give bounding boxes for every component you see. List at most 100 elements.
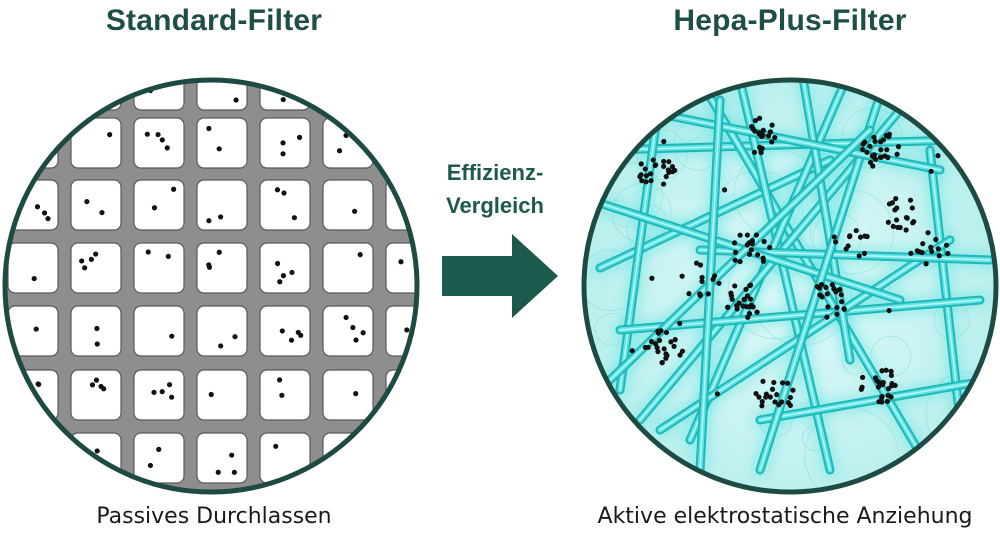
particle [155, 530, 160, 535]
particle [925, 230, 931, 236]
mesh-cell [322, 117, 374, 169]
particle [903, 214, 910, 221]
particle [929, 248, 935, 255]
particle [357, 252, 363, 258]
captured-particles [629, 115, 951, 409]
particle [761, 238, 767, 245]
particle [872, 138, 878, 144]
particle [928, 168, 934, 174]
particle [697, 262, 704, 268]
particle [206, 125, 212, 132]
particle [209, 68, 214, 73]
particle [655, 328, 661, 334]
particle [737, 232, 743, 238]
particle [860, 141, 866, 147]
mesh-cell [259, 242, 311, 294]
particle [171, 186, 177, 192]
standard-filter-border [2, 77, 420, 495]
particle [216, 249, 222, 255]
particle [656, 337, 663, 343]
particle [677, 320, 683, 326]
mesh-cell [133, 242, 185, 294]
particle [348, 470, 354, 476]
particle [760, 127, 766, 133]
particle [721, 187, 728, 193]
particle [693, 260, 700, 266]
particle [825, 304, 831, 310]
particle [93, 377, 100, 383]
particle [166, 382, 173, 388]
particle [401, 72, 406, 77]
mesh-cell [133, 432, 185, 484]
particle [638, 161, 644, 167]
particle [649, 275, 655, 281]
particle [679, 273, 685, 279]
particle [107, 132, 113, 138]
particle [169, 394, 175, 400]
particle [288, 337, 295, 343]
particle [664, 352, 670, 359]
particle [165, 253, 171, 259]
particle [155, 131, 161, 138]
particle [867, 159, 874, 166]
particle [637, 173, 643, 180]
mesh-cell [133, 305, 185, 357]
particle [25, 135, 31, 141]
particle [280, 140, 286, 146]
particle [834, 311, 840, 317]
particle [343, 314, 349, 321]
particle [415, 448, 417, 454]
efficiency-label-line1: Effizienz- [446, 160, 544, 185]
particle [652, 162, 659, 168]
mesh-cell [322, 80, 374, 111]
particle [920, 241, 926, 247]
particle [99, 209, 105, 216]
mesh-cell [259, 179, 311, 231]
particle [732, 283, 738, 289]
particle [787, 394, 793, 401]
particle [752, 117, 759, 124]
particle [907, 197, 914, 203]
particle [716, 280, 722, 286]
particle [37, 466, 43, 472]
particle [877, 139, 884, 145]
particle [291, 215, 297, 221]
particle [734, 306, 740, 312]
particle [867, 143, 873, 149]
particle [156, 446, 162, 452]
particle [279, 328, 285, 334]
particle [767, 394, 773, 400]
mesh-cell [259, 432, 311, 484]
particle [82, 265, 88, 271]
particle [350, 324, 356, 331]
particle [760, 132, 766, 138]
particle [353, 337, 359, 343]
particle [714, 391, 720, 397]
particle [858, 386, 864, 392]
particle [853, 227, 859, 234]
particle [273, 443, 279, 449]
particle [677, 352, 683, 358]
particle [833, 289, 839, 295]
particle [142, 82, 149, 88]
hepa-filter-border [581, 77, 999, 495]
particle [660, 181, 667, 187]
particle [876, 379, 882, 386]
particle [725, 304, 731, 311]
particle [894, 151, 900, 157]
particle [771, 379, 777, 386]
particle [206, 264, 213, 270]
mesh-cell [322, 305, 374, 357]
particle [888, 368, 894, 374]
particle [661, 163, 667, 169]
particle [779, 380, 786, 386]
particle [405, 383, 411, 389]
particle [277, 279, 283, 285]
mesh-cell [133, 117, 185, 169]
particle [832, 239, 839, 245]
particle [277, 534, 282, 539]
mesh-cell [7, 432, 59, 484]
particle [648, 178, 654, 184]
particle [648, 171, 654, 177]
particle [864, 149, 870, 155]
